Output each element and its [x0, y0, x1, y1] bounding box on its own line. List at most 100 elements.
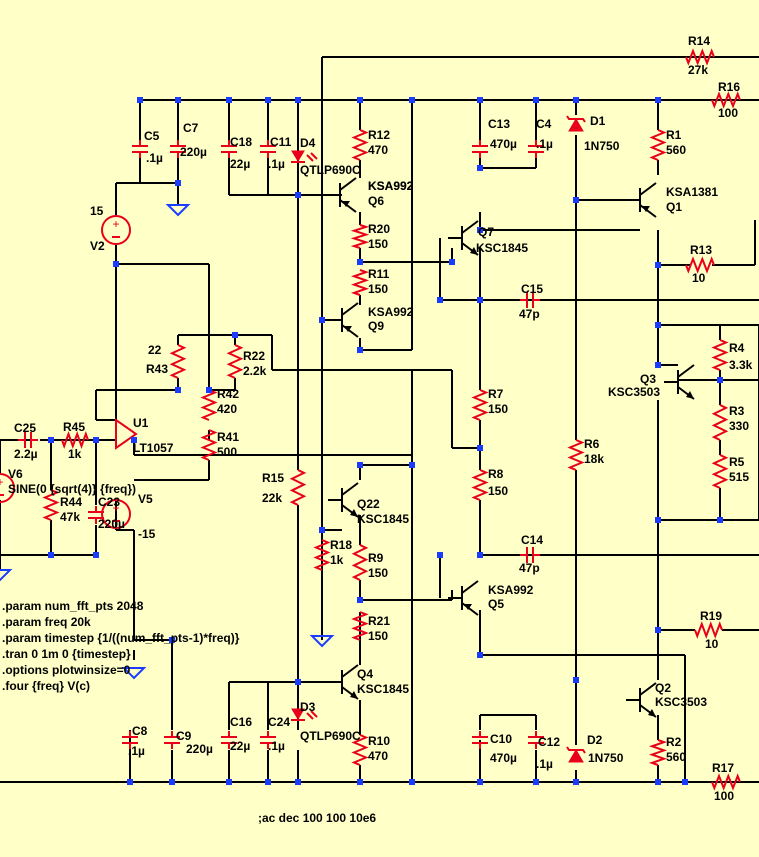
c7-name-label: C7	[183, 121, 199, 135]
r41-name-label: R41	[217, 430, 239, 444]
c25-name-label: C25	[14, 421, 36, 435]
c5-capacitor	[132, 140, 148, 158]
d1-zener	[566, 115, 586, 132]
svg-text:+: +	[0, 475, 4, 489]
c15-value-label: 47p	[519, 307, 540, 321]
svg-text:+: +	[112, 501, 119, 515]
r16-value-label: 100	[718, 106, 738, 120]
q6-value-label: KSA992	[368, 179, 414, 193]
c5-name-label: C5	[144, 129, 160, 143]
c11-value-label: .1µ	[268, 157, 285, 171]
q2-value-label: KSC3503	[655, 695, 707, 709]
q7-transistor	[448, 220, 479, 256]
r17-resistor	[711, 773, 741, 791]
c10-name-label: C10	[490, 732, 512, 746]
r19-resistor	[694, 621, 723, 639]
r10-name-label: R10	[368, 734, 390, 748]
v6-name-label: V6	[8, 467, 23, 481]
c18-name-label: C18	[230, 135, 252, 149]
r9-value-label: 150	[368, 566, 388, 580]
q4-transistor	[328, 664, 359, 700]
r12-resistor	[351, 129, 369, 161]
q9-value-label: KSA992	[368, 305, 414, 319]
r4-value-label: 3.3k	[729, 358, 753, 372]
r9-resistor	[351, 544, 369, 581]
ground-c8	[121, 667, 147, 680]
d4-name-label: D4	[300, 136, 316, 150]
r44-resistor	[42, 489, 60, 521]
r14-resistor	[685, 48, 715, 66]
q1-name-label: Q1	[666, 200, 682, 214]
d4-value-label: QTLP690C	[300, 163, 361, 177]
r43-value-label: 22	[148, 343, 162, 357]
q4-name-label: Q4	[357, 667, 373, 681]
r19-name-label: R19	[700, 609, 722, 623]
d2-name-label: D2	[587, 733, 603, 747]
q22-value-label: KSC1845	[357, 512, 409, 526]
c14-value-label: 47p	[519, 561, 540, 575]
u1-opamp	[115, 418, 138, 450]
r2-resistor	[648, 739, 668, 766]
r43-resistor	[169, 344, 187, 379]
c25-value-label: 2.2µ	[14, 447, 38, 461]
c15-name-label: C15	[521, 282, 543, 296]
r6-value-label: 18k	[584, 452, 604, 466]
c8-name-label: C8	[132, 724, 148, 738]
c9-value-label: 220µ	[186, 742, 213, 756]
c18-value-label: 22µ	[230, 157, 250, 171]
r2-name-label: R2	[666, 735, 682, 749]
r12-value-label: 470	[368, 143, 388, 157]
v5-source: +	[101, 499, 131, 529]
r11-value-label: 150	[368, 282, 388, 296]
d3-led	[291, 708, 318, 721]
r21-resistor	[351, 611, 369, 641]
c15-capacitor	[520, 292, 540, 308]
c7-capacitor	[170, 140, 186, 158]
svg-text:+: +	[112, 217, 119, 231]
r22-resistor	[226, 344, 244, 379]
c5-value-label: .1µ	[146, 151, 163, 165]
v2-value-label: 15	[90, 204, 104, 218]
q3-name-label: Q3	[640, 372, 656, 386]
r21-value-label: 150	[368, 629, 388, 643]
c14-name-label: C14	[521, 533, 543, 547]
c16-capacitor	[221, 731, 237, 749]
r12-name-label: R12	[368, 128, 390, 142]
q3-transistor	[664, 364, 695, 400]
c13-capacitor	[472, 140, 488, 158]
components: + + +	[0, 48, 741, 791]
r1-resistor	[649, 129, 667, 161]
q5-transistor	[448, 580, 479, 616]
r11-name-label: R11	[368, 267, 390, 281]
r21-name-label: R21	[368, 614, 390, 628]
v6-value-label: SINE(0 {sqrt(4)} {freq})	[8, 482, 136, 496]
r13-name-label: R13	[690, 243, 712, 257]
wires	[0, 56, 759, 783]
r13-resistor	[685, 256, 715, 274]
directive-options: .options plotwinsize=0	[2, 663, 131, 677]
c12-name-label: C12	[538, 735, 560, 749]
directive-four: .four {freq} V(c)	[2, 679, 90, 693]
r11-resistor	[350, 269, 370, 296]
u1-name-label: U1	[133, 416, 149, 430]
r15-resistor	[289, 469, 307, 506]
c8-value-label: .1µ	[128, 744, 145, 758]
r20-value-label: 150	[368, 237, 388, 251]
c24-value-label: .1µ	[268, 739, 285, 753]
q1-transistor	[626, 182, 657, 218]
q1-value-label: KSA1381	[666, 185, 718, 199]
r16-name-label: R16	[718, 80, 740, 94]
r1-value-label: 560	[666, 143, 686, 157]
d3-value-label: QTLP690C	[300, 729, 361, 743]
r5-name-label: R5	[729, 455, 745, 469]
c8-capacitor	[122, 731, 138, 749]
r3-name-label: R3	[729, 404, 745, 418]
q3-value-label: KSC3503	[608, 385, 660, 399]
r10-resistor	[351, 734, 369, 766]
r16-resistor	[711, 91, 741, 109]
q22-transistor	[328, 482, 359, 518]
r14-value-label: 27k	[688, 63, 708, 77]
q7-value-label: KSC1845	[476, 241, 528, 255]
component-labels: R1427kR16100R1560R1310R43.3kR3330R5515R6…	[8, 34, 753, 803]
c25-capacitor	[18, 432, 38, 448]
